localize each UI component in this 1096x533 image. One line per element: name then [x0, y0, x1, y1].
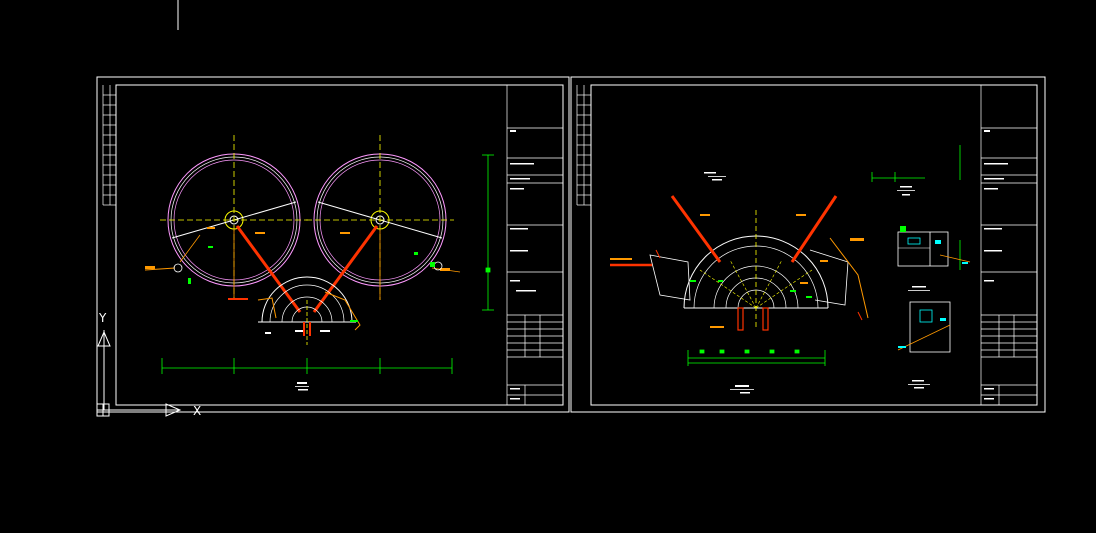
- detail-a: [871, 172, 925, 196]
- sheet-1-annotations: [144, 227, 461, 334]
- sheet-1-title-text-marks: [510, 130, 536, 400]
- sheet-1-outer-border: [96, 76, 570, 413]
- sheet-2-annotations: [690, 172, 864, 328]
- sheet-2-binding-strip: [576, 85, 591, 206]
- sheet-1-binding-strip: [102, 85, 116, 206]
- sheet-2-pipes: [610, 195, 863, 321]
- ucs-y-label: Y: [98, 311, 107, 325]
- sheet-2-title-text-marks: [984, 130, 1008, 400]
- sheet-2-dimensions: [687, 145, 961, 366]
- sheet-2-outer-border: [570, 76, 1046, 413]
- sheet-1-plan-caption: [295, 382, 309, 391]
- sheet-2-title-block: [980, 85, 1037, 405]
- sheet-2: [570, 76, 1046, 413]
- distribution-well-plan-2: [649, 210, 869, 331]
- sheet-1-title-block: [506, 85, 563, 405]
- ucs-icon: Y X: [96, 311, 201, 418]
- distribution-well-plan-1: [257, 276, 361, 345]
- sheet-1-inner-border: [115, 84, 564, 406]
- sheet-2-plan-caption: [730, 385, 754, 394]
- detail-b-section: [897, 226, 971, 267]
- ucs-x-label: X: [193, 404, 201, 418]
- sheet-1-dimensions: [161, 154, 494, 374]
- sheet-1-pipes: [233, 225, 381, 313]
- detail-c-section: [897, 286, 951, 389]
- sheet-2-inner-border: [590, 84, 1038, 406]
- sheet-1: [96, 76, 570, 413]
